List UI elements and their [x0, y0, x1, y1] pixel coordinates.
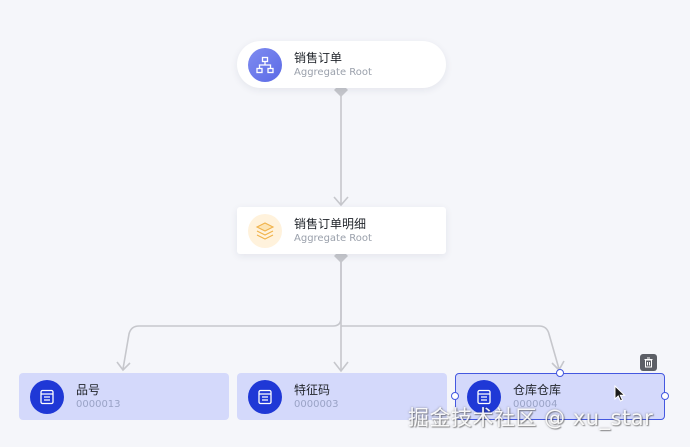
edge-detail-to-children[interactable] — [116, 249, 565, 373]
edge-root-to-detail[interactable] — [333, 83, 349, 207]
trash-icon — [644, 357, 653, 368]
connection-handle-top[interactable] — [556, 369, 564, 377]
connection-handle-right[interactable] — [661, 392, 669, 400]
node-title: 销售订单明细 — [294, 216, 367, 231]
node-title: 销售订单 — [294, 50, 343, 65]
entity-node-warehouse[interactable]: 仓库仓库 0000004 — [455, 373, 665, 420]
order-detail-node[interactable]: 销售订单明细 Aggregate Root — [237, 207, 446, 254]
node-title: 特征码 — [294, 382, 331, 397]
node-code: 0000004 — [513, 398, 558, 410]
layers-icon — [248, 213, 282, 248]
connection-handle-left[interactable] — [451, 392, 459, 400]
watermark: 掘金技术社区 @ xu_star — [408, 406, 654, 430]
node-code: 0000013 — [76, 398, 121, 410]
node-subtitle: Aggregate Root — [294, 66, 372, 78]
document-icon — [30, 379, 64, 414]
node-subtitle: Aggregate Root — [294, 232, 372, 244]
aggregate-root-node[interactable]: 销售订单 Aggregate Root — [237, 41, 446, 88]
node-code: 0000003 — [294, 398, 339, 410]
node-title: 品号 — [76, 382, 101, 397]
document-icon — [467, 379, 501, 414]
node-title: 仓库仓库 — [513, 382, 562, 397]
entity-node-item-number[interactable]: 品号 0000013 — [19, 373, 229, 420]
org-chart-icon — [248, 47, 282, 82]
entity-node-feature-code[interactable]: 特征码 0000003 — [237, 373, 447, 420]
delete-node-button[interactable] — [640, 354, 657, 371]
document-icon — [248, 379, 282, 414]
mouse-cursor-icon — [614, 384, 626, 406]
